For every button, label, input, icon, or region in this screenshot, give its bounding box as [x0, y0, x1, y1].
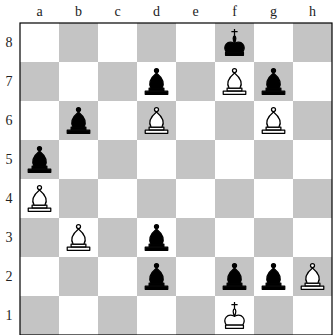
board-square — [98, 218, 137, 257]
black-king — [225, 29, 244, 55]
board-square — [59, 218, 98, 257]
board-square — [98, 257, 137, 296]
board-square — [59, 257, 98, 296]
rank-label: 7 — [6, 75, 13, 89]
rank-label: 2 — [6, 270, 13, 284]
board-square — [215, 296, 254, 335]
black-bishop — [67, 108, 90, 134]
board-square — [254, 140, 293, 179]
board-square — [137, 23, 176, 62]
board-square — [137, 140, 176, 179]
board-square — [176, 140, 215, 179]
white-king — [225, 302, 244, 328]
file-label: c — [114, 5, 120, 19]
board-square — [137, 101, 176, 140]
black-bishop — [28, 147, 51, 173]
board-square — [20, 140, 59, 179]
board-square — [98, 179, 137, 218]
white-bishop — [301, 264, 324, 290]
board-square — [98, 296, 137, 335]
board-square — [137, 218, 176, 257]
black-bishop — [262, 264, 285, 290]
board-square — [176, 62, 215, 101]
board-square — [254, 179, 293, 218]
rank-label: 5 — [6, 153, 13, 167]
board-square — [59, 62, 98, 101]
black-bishop — [262, 69, 285, 95]
rank-label: 6 — [6, 114, 13, 128]
file-label: h — [309, 5, 316, 19]
board-square — [20, 62, 59, 101]
black-bishop — [145, 69, 168, 95]
board-square — [254, 296, 293, 335]
board-square — [59, 296, 98, 335]
board-square — [176, 257, 215, 296]
board-square — [215, 218, 254, 257]
board-square — [176, 101, 215, 140]
board-square — [59, 140, 98, 179]
board-square — [215, 179, 254, 218]
file-label: a — [36, 5, 42, 19]
white-bishop — [28, 186, 51, 212]
board-square — [137, 179, 176, 218]
board-square — [254, 257, 293, 296]
board-square — [215, 23, 254, 62]
board-square — [176, 179, 215, 218]
board-square — [137, 257, 176, 296]
file-label: e — [192, 5, 198, 19]
board-square — [176, 23, 215, 62]
board-square — [59, 101, 98, 140]
board-square — [20, 218, 59, 257]
board-square — [293, 179, 332, 218]
board-square — [20, 296, 59, 335]
rank-label: 3 — [6, 231, 13, 245]
board-square — [20, 101, 59, 140]
board-square — [137, 62, 176, 101]
board-square — [293, 296, 332, 335]
board-square — [254, 62, 293, 101]
board-square — [20, 23, 59, 62]
board-square — [59, 179, 98, 218]
rank-label: 8 — [6, 36, 13, 50]
rank-label: 4 — [6, 192, 13, 206]
board-square — [293, 101, 332, 140]
board-square — [20, 179, 59, 218]
board-square — [293, 257, 332, 296]
white-bishop — [145, 108, 168, 134]
board-square — [137, 296, 176, 335]
board-square — [254, 101, 293, 140]
board-square — [98, 23, 137, 62]
board-square — [293, 140, 332, 179]
board-square — [215, 62, 254, 101]
file-label: d — [153, 5, 160, 19]
board-square — [59, 23, 98, 62]
board-square — [176, 218, 215, 257]
board-square — [98, 140, 137, 179]
white-bishop — [223, 69, 246, 95]
file-label: g — [270, 5, 277, 19]
board-square — [293, 218, 332, 257]
board-square — [293, 62, 332, 101]
white-bishop — [262, 108, 285, 134]
board-square — [254, 23, 293, 62]
file-label: f — [232, 5, 237, 19]
black-bishop — [145, 225, 168, 251]
board-square — [176, 296, 215, 335]
board-square — [20, 257, 59, 296]
file-label: b — [75, 5, 82, 19]
board-square — [254, 218, 293, 257]
board-square — [215, 101, 254, 140]
black-bishop — [145, 264, 168, 290]
board-square — [98, 62, 137, 101]
black-bishop — [223, 264, 246, 290]
board-square — [215, 140, 254, 179]
board-square — [98, 101, 137, 140]
board-square — [293, 23, 332, 62]
rank-label: 1 — [6, 309, 13, 323]
white-bishop — [67, 225, 90, 251]
board-square — [215, 257, 254, 296]
